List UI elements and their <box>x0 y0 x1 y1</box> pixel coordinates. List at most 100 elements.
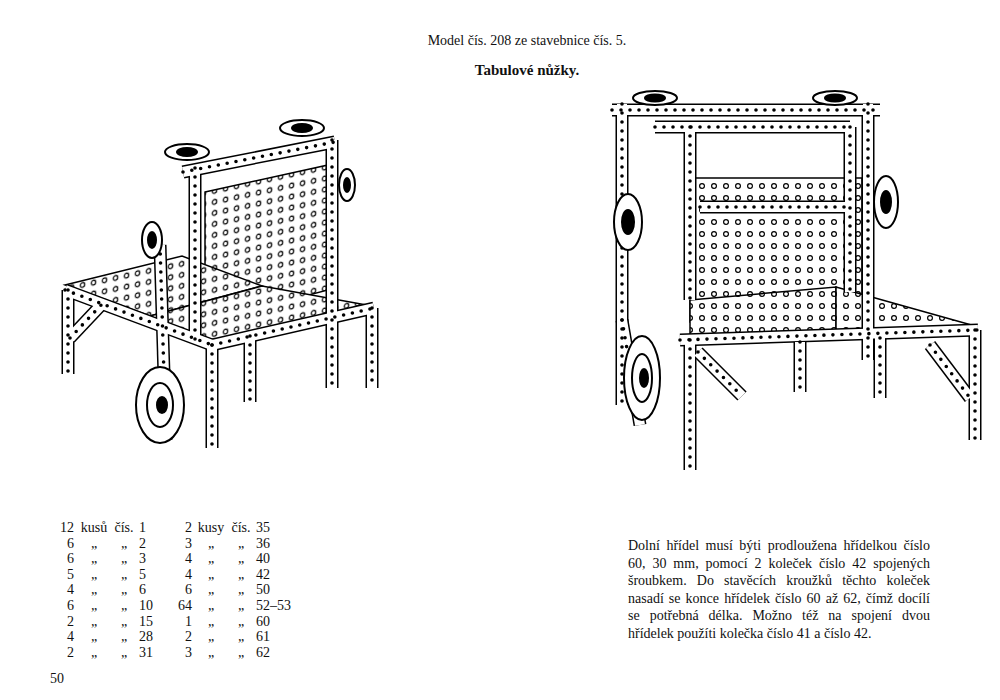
parts-table-cell: 31 <box>139 645 179 661</box>
wheel-rim <box>147 383 173 427</box>
strip-face <box>65 104 978 470</box>
hub <box>157 397 167 413</box>
parts-table-cell: 15 <box>139 614 179 630</box>
parts-table-cell: „ <box>78 567 110 583</box>
parts-table-cell: „ <box>227 567 255 583</box>
parts-table-cell: 5 <box>44 567 74 583</box>
wheel <box>624 336 660 420</box>
hub <box>292 124 312 132</box>
parts-table-cell: 2 <box>160 629 192 645</box>
hub <box>177 148 197 156</box>
parts-table-cell: 40 <box>256 551 326 567</box>
parts-table-cell: 60 <box>256 614 326 630</box>
hub <box>148 232 156 248</box>
parts-table-cell: „ <box>195 598 227 614</box>
note-paragraph: Dolní hřídel musí býti prodloužena hříde… <box>628 537 930 643</box>
parts-table-cell: kusy <box>195 520 227 536</box>
parts-table-cell: „ <box>227 536 255 552</box>
parts-table-cell: 1 <box>160 614 192 630</box>
parts-table-cell: „ <box>110 582 138 598</box>
parts-table-cell: „ <box>195 567 227 583</box>
parts-table-cell: 61 <box>256 629 326 645</box>
parts-table-cell: 2 <box>44 614 74 630</box>
parts-table-cell: „ <box>78 598 110 614</box>
parts-table-cell: „ <box>227 582 255 598</box>
parts-table-cell: „ <box>227 614 255 630</box>
pulley <box>339 169 355 201</box>
parts-table-cell: „ <box>110 551 138 567</box>
parts-table-cell: „ <box>195 614 227 630</box>
model-title: Tabulové nůžky. <box>327 62 727 78</box>
hub <box>645 95 665 102</box>
handwheel <box>280 120 324 136</box>
parts-table-cell: 2 <box>44 645 74 661</box>
parts-table-cell: „ <box>227 551 255 567</box>
wheel-rim <box>632 354 652 402</box>
parts-table-cell: 35 <box>256 520 326 536</box>
handwheel <box>813 91 857 105</box>
parts-table-cell: „ <box>110 645 138 661</box>
parts-table-cell: „ <box>78 582 110 598</box>
perforated-strips <box>65 104 978 470</box>
parts-table-cell: čís. <box>110 520 138 536</box>
parts-table-cell: „ <box>78 645 110 661</box>
hub <box>344 178 350 192</box>
parts-table-cell: „ <box>227 645 255 661</box>
parts-table-cell: čís. <box>227 520 255 536</box>
parts-table-cell: 3 <box>160 536 192 552</box>
parts-table-cell: „ <box>110 598 138 614</box>
parts-table-cell: 6 <box>44 598 74 614</box>
parts-table-cell: 2 <box>160 520 192 536</box>
parts-table-cell: „ <box>78 614 110 630</box>
pulley <box>874 176 898 228</box>
parts-table-cell: 1 <box>139 520 179 536</box>
parts-table-cell: 2 <box>139 536 179 552</box>
parts-table-cell: 42 <box>256 567 326 583</box>
parts-table-cell: 4 <box>160 551 192 567</box>
parts-table-cell: 12 <box>44 520 74 536</box>
parts-table-cell: 5 <box>139 567 179 583</box>
parts-table-cell: 6 <box>139 582 179 598</box>
model-subtitle: Model čís. 208 ze stavebnice čís. 5. <box>327 33 727 49</box>
parts-table-cell: „ <box>227 629 255 645</box>
strip-outline <box>65 104 978 470</box>
parts-table-cell: „ <box>195 645 227 661</box>
parts-table-cell: 36 <box>256 536 326 552</box>
handwheel <box>633 91 677 105</box>
handwheel <box>165 144 209 160</box>
strip-holes <box>65 104 978 470</box>
page-number: 50 <box>50 671 90 687</box>
hub <box>622 210 634 234</box>
parts-table-cell: 4 <box>44 582 74 598</box>
parts-table-cell: „ <box>195 629 227 645</box>
pulley <box>614 194 642 250</box>
parts-table-cell: 4 <box>44 629 74 645</box>
parts-table-cell: 6 <box>44 551 74 567</box>
parts-table-cell: kusů <box>78 520 110 536</box>
hub <box>881 191 891 213</box>
parts-table-cell: 6 <box>44 536 74 552</box>
parts-table-cell: 50 <box>256 582 326 598</box>
pulley <box>142 222 162 258</box>
parts-table-cell: 52–53 <box>256 598 326 614</box>
parts-table-cell: „ <box>227 598 255 614</box>
hub <box>825 95 845 102</box>
parts-table-cell: „ <box>78 551 110 567</box>
parts-table-cell: „ <box>110 567 138 583</box>
parts-table-cell: 28 <box>139 629 179 645</box>
parts-table-cell: „ <box>110 629 138 645</box>
parts-table-cell: 6 <box>160 582 192 598</box>
wheel <box>136 367 184 443</box>
parts-table-cell: „ <box>195 582 227 598</box>
hub <box>640 369 648 387</box>
parts-table-cell: „ <box>195 551 227 567</box>
parts-table-cell: 10 <box>139 598 179 614</box>
parts-table-cell: „ <box>110 536 138 552</box>
parts-table-cell: „ <box>78 629 110 645</box>
parts-table-cell: 3 <box>160 645 192 661</box>
parts-table-cell: „ <box>110 614 138 630</box>
parts-table-cell: 3 <box>139 551 179 567</box>
parts-table-cell: 64 <box>160 598 192 614</box>
